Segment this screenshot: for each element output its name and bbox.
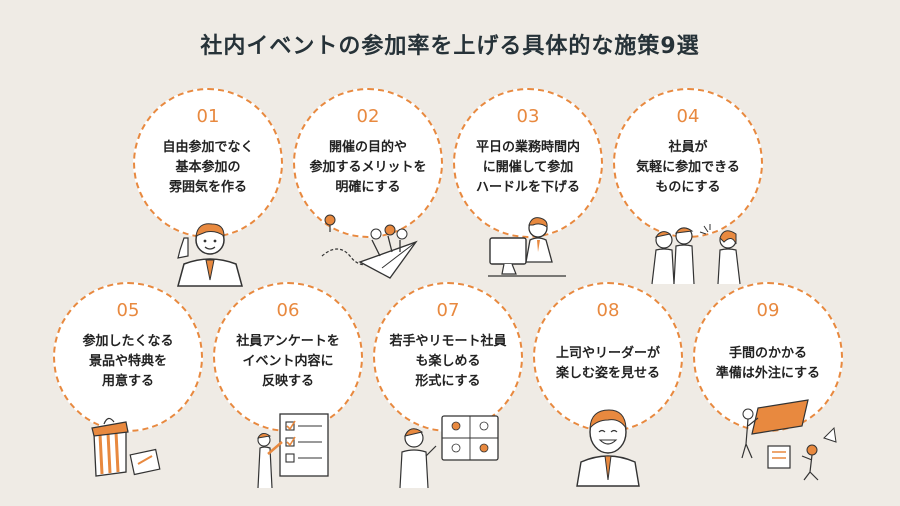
card-line: も楽しめる <box>415 354 481 369</box>
card-08: 08 上司やリーダーが 楽しむ姿を見せる <box>533 282 683 432</box>
card-text: 手間のかかる 準備は外注にする <box>701 344 835 384</box>
card-number: 01 <box>196 106 220 127</box>
card-line: 準備は外注にする <box>715 366 821 381</box>
card-line: ものにする <box>655 180 721 195</box>
card-03: 03 平日の業務時間内 に開催して参加 ハードルを下げる <box>453 88 603 238</box>
card-06: 06 社員アンケートを イベント内容に 反映する <box>213 282 363 432</box>
card-line: 参加するメリットを <box>309 160 427 175</box>
card-line: 明確にする <box>335 180 401 195</box>
page-title: 社内イベントの参加率を上げる具体的な施策9選 <box>200 34 700 59</box>
smiling-boss-illustration <box>576 409 640 487</box>
team-on-paper-plane-illustration <box>321 214 418 279</box>
thumbs-up-businessman-illustration <box>177 223 243 287</box>
video-call-illustration <box>399 415 499 489</box>
card-number: 07 <box>436 300 460 321</box>
card-09: 09 手間のかかる 準備は外注にする <box>693 282 843 432</box>
card-line: 開催の目的や <box>328 140 407 155</box>
card-line: 社員アンケートを <box>236 334 340 349</box>
card-number: 02 <box>356 106 380 127</box>
card-line: 形式にする <box>415 374 481 389</box>
card-line: 上司やリーダーが <box>555 346 660 361</box>
card-line: 基本参加の <box>175 160 241 175</box>
card-line: 手間のかかる <box>728 346 807 361</box>
card-number: 03 <box>516 106 540 127</box>
card-line: に開催して参加 <box>482 160 574 175</box>
card-line: 平日の業務時間内 <box>475 140 580 155</box>
gift-box-and-ticket-illustration <box>91 417 161 477</box>
card-text: 開催の目的や 参加するメリットを 明確にする <box>301 138 435 198</box>
card-text: 若手やリモート社員 も楽しめる 形式にする <box>381 332 515 392</box>
card-02: 02 開催の目的や 参加するメリットを 明確にする <box>293 88 443 238</box>
card-line: ハードルを下げる <box>475 180 580 195</box>
card-number: 05 <box>116 300 140 321</box>
card-text: 上司やリーダーが 楽しむ姿を見せる <box>541 344 675 384</box>
card-04: 04 社員が 気軽に参加できる ものにする <box>613 88 763 238</box>
card-text: 自由参加でなく 基本参加の 雰囲気を作る <box>141 138 275 198</box>
card-line: 反映する <box>261 374 314 389</box>
card-text: 平日の業務時間内 に開催して参加 ハードルを下げる <box>461 138 595 198</box>
card-number: 06 <box>276 300 300 321</box>
card-line: 気軽に参加できる <box>636 160 740 175</box>
outsourced-workers-illustration <box>741 399 837 481</box>
card-number: 09 <box>756 300 780 321</box>
card-05: 05 参加したくなる 景品や特典を 用意する <box>53 282 203 432</box>
employee-at-desk-illustration <box>488 217 566 277</box>
card-number: 08 <box>596 300 620 321</box>
card-line: 若手やリモート社員 <box>389 334 507 349</box>
card-line: 雰囲気を作る <box>168 180 247 195</box>
card-line: 自由参加でなく <box>162 140 254 155</box>
card-line: 楽しむ姿を見せる <box>555 366 660 381</box>
card-line: 参加したくなる <box>82 334 174 349</box>
card-01: 01 自由参加でなく 基本参加の 雰囲気を作る <box>133 88 283 238</box>
card-text: 参加したくなる 景品や特典を 用意する <box>61 332 195 392</box>
card-text: 社員が 気軽に参加できる ものにする <box>621 138 755 198</box>
card-line: 用意する <box>101 374 154 389</box>
card-line: 景品や特典を <box>88 354 167 369</box>
card-number: 04 <box>676 106 700 127</box>
card-text: 社員アンケートを イベント内容に 反映する <box>221 332 355 392</box>
card-07: 07 若手やリモート社員 も楽しめる 形式にする <box>373 282 523 432</box>
survey-checklist-illustration <box>257 413 329 489</box>
card-line: イベント内容に <box>242 354 334 369</box>
chatting-employees-illustration <box>651 224 741 285</box>
card-line: 社員が <box>668 140 708 155</box>
